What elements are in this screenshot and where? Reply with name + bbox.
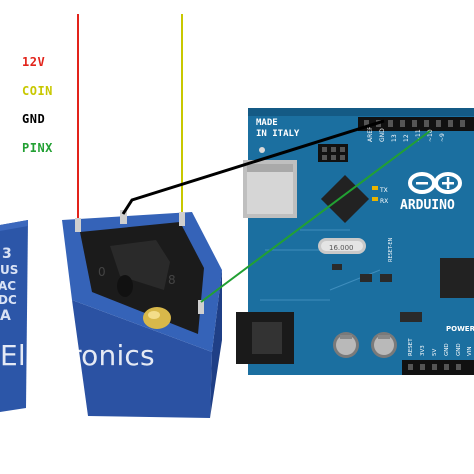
made-in-line-2: IN ITALY [256, 129, 300, 139]
made-in-line-1: MADE [256, 118, 278, 128]
relay-pin-coin [179, 212, 185, 226]
pin-label-9: ~9 [439, 133, 446, 142]
legend-gnd: GND [22, 112, 46, 126]
arduino-brand: ARDUINO [400, 198, 455, 213]
crystal-label: 16.000 [329, 244, 354, 252]
relay-pin-pinx [198, 300, 204, 314]
left-relay-line-4: DC [0, 293, 17, 307]
pin-label-gnd-1: GND [444, 343, 450, 356]
legend-pinx: PINX [22, 141, 53, 155]
crystal [318, 238, 366, 254]
relay-marking-left: 0 [98, 265, 106, 279]
left-relay: 3 US AC DC A [0, 220, 28, 412]
pin-label-vin: VIN [467, 347, 473, 357]
left-relay-line-5: A [0, 308, 11, 324]
watermark-text: Electronics [0, 339, 155, 372]
capacitors [333, 332, 397, 358]
relay-pin-gnd [120, 210, 127, 224]
power-pin-labels: RESET 3V3 5V GND GND VIN [408, 338, 473, 356]
pin-label-reset: RESET [408, 338, 414, 356]
reset-label: RESET-EN [388, 237, 394, 262]
left-relay-line-1: 3 [2, 246, 12, 262]
icsp-header [318, 144, 348, 162]
relay-marking-right: 8 [168, 273, 176, 287]
tx-label: TX [379, 187, 388, 194]
pin-label-12: 12 [403, 134, 410, 142]
pin-label-gnd: GND [379, 128, 386, 142]
left-relay-line-3: AC [0, 279, 16, 293]
microcontroller-chip [440, 258, 474, 298]
main-relay: 0 8 [62, 210, 222, 418]
pin-label-11: ~11 [415, 129, 422, 142]
wires [77, 14, 431, 303]
power-jack [236, 312, 294, 364]
power-label: POWER [446, 325, 474, 333]
rx-label: RX [380, 198, 388, 205]
legend-12v: 12V [22, 55, 46, 69]
legend-coin: COIN [22, 84, 53, 98]
pin-label-13: 13 [391, 134, 398, 142]
pin-label-10: ~10 [427, 129, 434, 142]
pin-label-5v: 5V [432, 349, 438, 356]
left-relay-line-2: US [0, 263, 18, 277]
arduino-board: MADE IN ITALY ARDUINO TX RX 16.000 RESET… [236, 108, 474, 375]
usb-connector [243, 160, 297, 218]
pin-label-aref: AREF [367, 126, 374, 142]
digital-header [358, 117, 474, 131]
arduino-logo-icon [408, 172, 462, 194]
pin-label-3v3: 3V3 [420, 345, 426, 356]
wire-pinx [200, 130, 431, 303]
wire-gnd [121, 119, 385, 215]
digital-pin-labels: AREF GND 13 12 ~11 ~10 ~9 [367, 126, 446, 142]
relay-pin-12v [75, 218, 81, 232]
pin-label-gnd-2: GND [456, 343, 462, 356]
power-header [402, 360, 474, 375]
usb-chip [320, 174, 370, 224]
